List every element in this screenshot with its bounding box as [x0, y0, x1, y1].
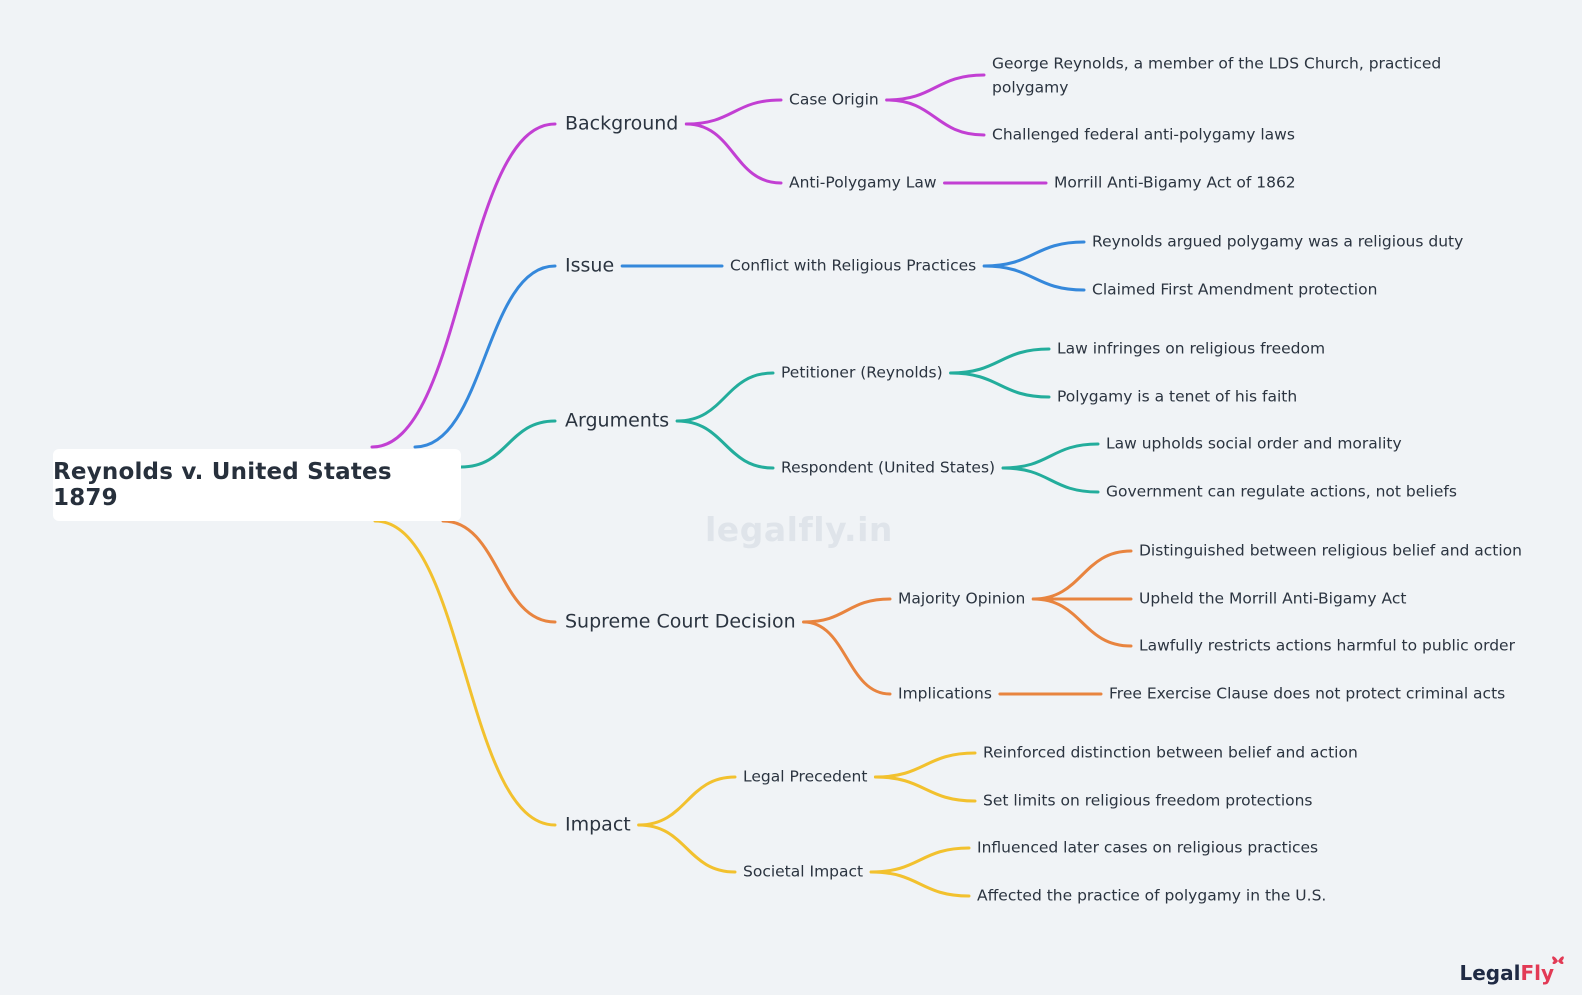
subtopic-label-4-0[interactable]: Legal Precedent — [743, 768, 867, 786]
subtopic-label-1-0[interactable]: Conflict with Religious Practices — [730, 257, 976, 275]
brand-logo: LegalFly — [1459, 961, 1554, 985]
leaf-label-4-0-0[interactable]: Reinforced distinction between belief an… — [983, 744, 1358, 762]
branch-0-connector-0 — [684, 98, 783, 126]
branch-3-connector-1 — [802, 620, 892, 696]
root-connector-4 — [373, 519, 557, 827]
leaf-label-0-1-0[interactable]: Morrill Anti-Bigamy Act of 1862 — [1054, 174, 1296, 192]
root-label: Reynolds v. United States 1879 — [53, 459, 392, 511]
subtopic-3-0-connector-0 — [1031, 549, 1133, 601]
subtopic-4-0-connector-1 — [873, 775, 977, 803]
leaf-label-1-0-0[interactable]: Reynolds argued polygamy was a religious… — [1092, 233, 1463, 251]
root-node[interactable]: Reynolds v. United States 1879 — [53, 449, 461, 521]
leaf-label-2-1-0[interactable]: Law upholds social order and morality — [1106, 435, 1402, 453]
root-connector-0 — [370, 122, 557, 449]
branch-4-connector-0 — [637, 775, 737, 827]
watermark: legalfly.in — [705, 510, 893, 549]
subtopic-4-0-connector-0 — [873, 751, 977, 779]
subtopic-label-2-0[interactable]: Petitioner (Reynolds) — [781, 364, 943, 382]
subtopic-2-1-connector-0 — [1001, 442, 1100, 470]
root-connector-3 — [441, 519, 557, 624]
brand-logo-part2: Fly — [1520, 961, 1554, 985]
leaf-label-3-0-1[interactable]: Upheld the Morrill Anti-Bigamy Act — [1139, 590, 1406, 608]
leaf-label-0-0-0[interactable]: George Reynolds, a member of the LDS Chu… — [992, 55, 1441, 73]
leaf-label-2-0-0[interactable]: Law infringes on religious freedom — [1057, 340, 1325, 358]
subtopic-4-1-connector-0 — [869, 846, 971, 874]
subtopic-0-0-connector-1 — [885, 98, 986, 137]
branch-label-1[interactable]: Issue — [565, 255, 614, 277]
branch-2-connector-0 — [675, 371, 775, 423]
leaf-label-4-0-1[interactable]: Set limits on religious freedom protecti… — [983, 792, 1313, 810]
leaf-label-0-0-1[interactable]: Challenged federal anti-polygamy laws — [992, 126, 1295, 144]
branch-2-connector-1 — [675, 419, 775, 470]
subtopic-label-0-0[interactable]: Case Origin — [789, 91, 879, 109]
branch-label-0[interactable]: Background — [565, 113, 678, 135]
subtopic-label-2-1[interactable]: Respondent (United States) — [781, 459, 995, 477]
leaf-label-0-0-0-line2[interactable]: polygamy — [992, 79, 1068, 97]
subtopic-label-4-1[interactable]: Societal Impact — [743, 863, 863, 881]
leaf-label-3-1-0[interactable]: Free Exercise Clause does not protect cr… — [1109, 685, 1505, 703]
subtopic-1-0-connector-0 — [982, 240, 1086, 268]
subtopic-label-3-1[interactable]: Implications — [898, 685, 992, 703]
root-connector-1 — [413, 264, 557, 449]
leaf-label-2-1-1[interactable]: Government can regulate actions, not bel… — [1106, 483, 1457, 501]
branch-3-connector-0 — [802, 597, 892, 624]
leaf-label-3-0-2[interactable]: Lawfully restricts actions harmful to pu… — [1139, 637, 1516, 655]
leaf-label-1-0-1[interactable]: Claimed First Amendment protection — [1092, 281, 1377, 299]
subtopic-2-0-connector-0 — [949, 347, 1051, 375]
leaf-label-3-0-0[interactable]: Distinguished between religious belief a… — [1139, 542, 1522, 560]
subtopic-2-1-connector-1 — [1001, 466, 1100, 494]
branch-label-2[interactable]: Arguments — [565, 410, 669, 432]
leaf-label-4-1-1[interactable]: Affected the practice of polygamy in the… — [977, 887, 1326, 905]
branch-label-4[interactable]: Impact — [565, 814, 631, 836]
subtopic-4-1-connector-1 — [869, 870, 971, 898]
branch-4-connector-1 — [637, 823, 737, 874]
branch-0-connector-1 — [684, 122, 783, 185]
root-connector-2 — [459, 419, 557, 469]
leaf-label-4-1-0[interactable]: Influenced later cases on religious prac… — [977, 839, 1318, 857]
subtopic-label-3-0[interactable]: Majority Opinion — [898, 590, 1025, 608]
subtopic-3-0-connector-2 — [1031, 597, 1133, 648]
brand-butterfly-icon — [1552, 956, 1564, 965]
subtopic-1-0-connector-1 — [982, 264, 1086, 292]
branch-label-3[interactable]: Supreme Court Decision — [565, 611, 796, 633]
leaf-label-2-0-1[interactable]: Polygamy is a tenet of his faith — [1057, 388, 1297, 406]
subtopic-0-0-connector-0 — [885, 73, 986, 102]
subtopic-2-0-connector-1 — [949, 371, 1051, 399]
subtopic-label-0-1[interactable]: Anti-Polygamy Law — [789, 174, 937, 192]
brand-logo-part1: Legal — [1459, 961, 1521, 985]
